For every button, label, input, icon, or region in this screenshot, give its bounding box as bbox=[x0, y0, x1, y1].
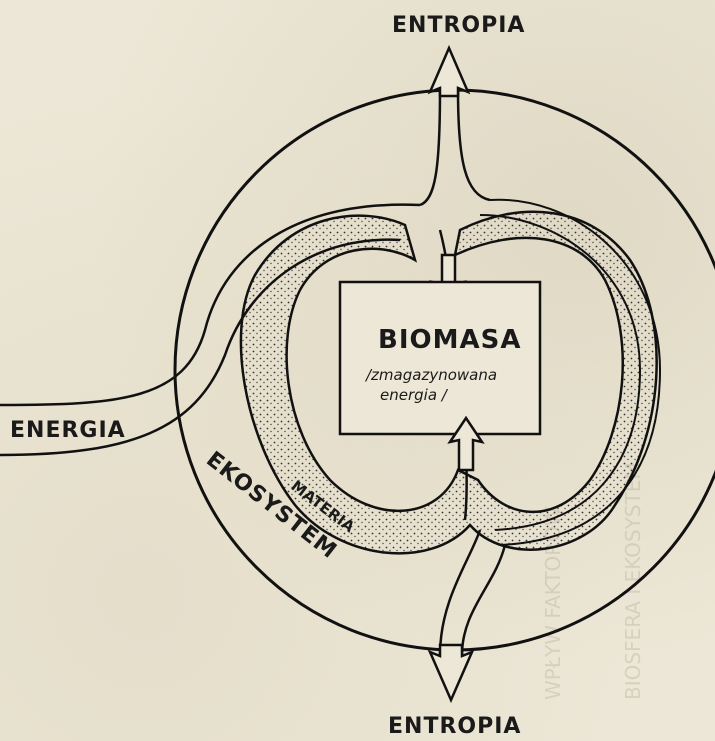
biomass-title: BIOMASA bbox=[378, 325, 521, 355]
bottom-entropy-arrow bbox=[430, 645, 472, 700]
biomass-subtitle-line1: /zmagazynowana bbox=[364, 366, 497, 384]
entropy-bottom-label: ENTROPIA bbox=[388, 714, 521, 739]
svg-text:BIOSFERA I EKOSYSTEM: BIOSFERA I EKOSYSTEM bbox=[621, 462, 645, 700]
entropy-top-label: ENTROPIA bbox=[392, 13, 525, 38]
bottom-entropy-stream-left bbox=[440, 530, 480, 655]
biomass-subtitle-line2: energia / bbox=[380, 386, 449, 404]
top-entropy-stream-right bbox=[458, 90, 490, 200]
top-entropy-stream-left bbox=[420, 90, 440, 205]
top-entropy-arrow bbox=[430, 48, 468, 96]
bottom-entropy-stream-right bbox=[462, 545, 505, 655]
biomass-box bbox=[340, 282, 540, 434]
energy-label: ENERGIA bbox=[10, 418, 126, 443]
